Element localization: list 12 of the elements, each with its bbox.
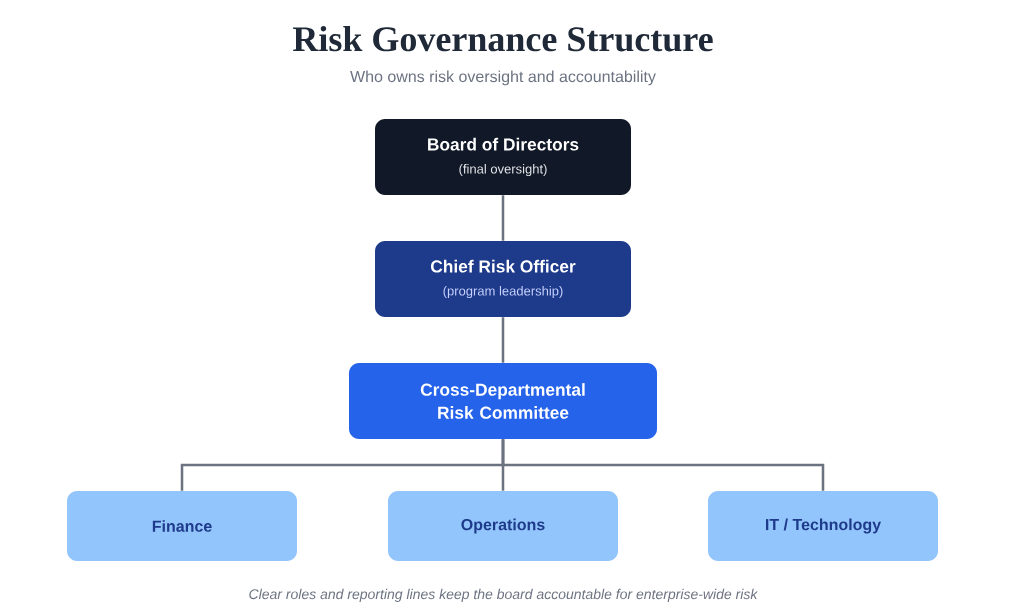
connector-line bbox=[501, 439, 825, 491]
connector-line bbox=[501, 195, 505, 241]
role-box: Chief Risk Officer (program leadership) bbox=[375, 241, 631, 317]
subtitle: Who owns risk oversight and accountability bbox=[350, 70, 656, 86]
caption: Clear roles and reporting lines keep the board accountable for enterprise-wide risk bbox=[249, 588, 758, 602]
title: Risk Governance Structure bbox=[292, 26, 713, 52]
connector-line bbox=[501, 317, 505, 363]
department-box: IT / Technology bbox=[708, 491, 938, 561]
committee-box: Cross-Departmental Risk Committee bbox=[349, 363, 657, 439]
department-box: Operations bbox=[388, 491, 618, 561]
department-box: Finance bbox=[67, 491, 297, 561]
role-box: Board of Directors (final oversight) bbox=[375, 119, 631, 195]
